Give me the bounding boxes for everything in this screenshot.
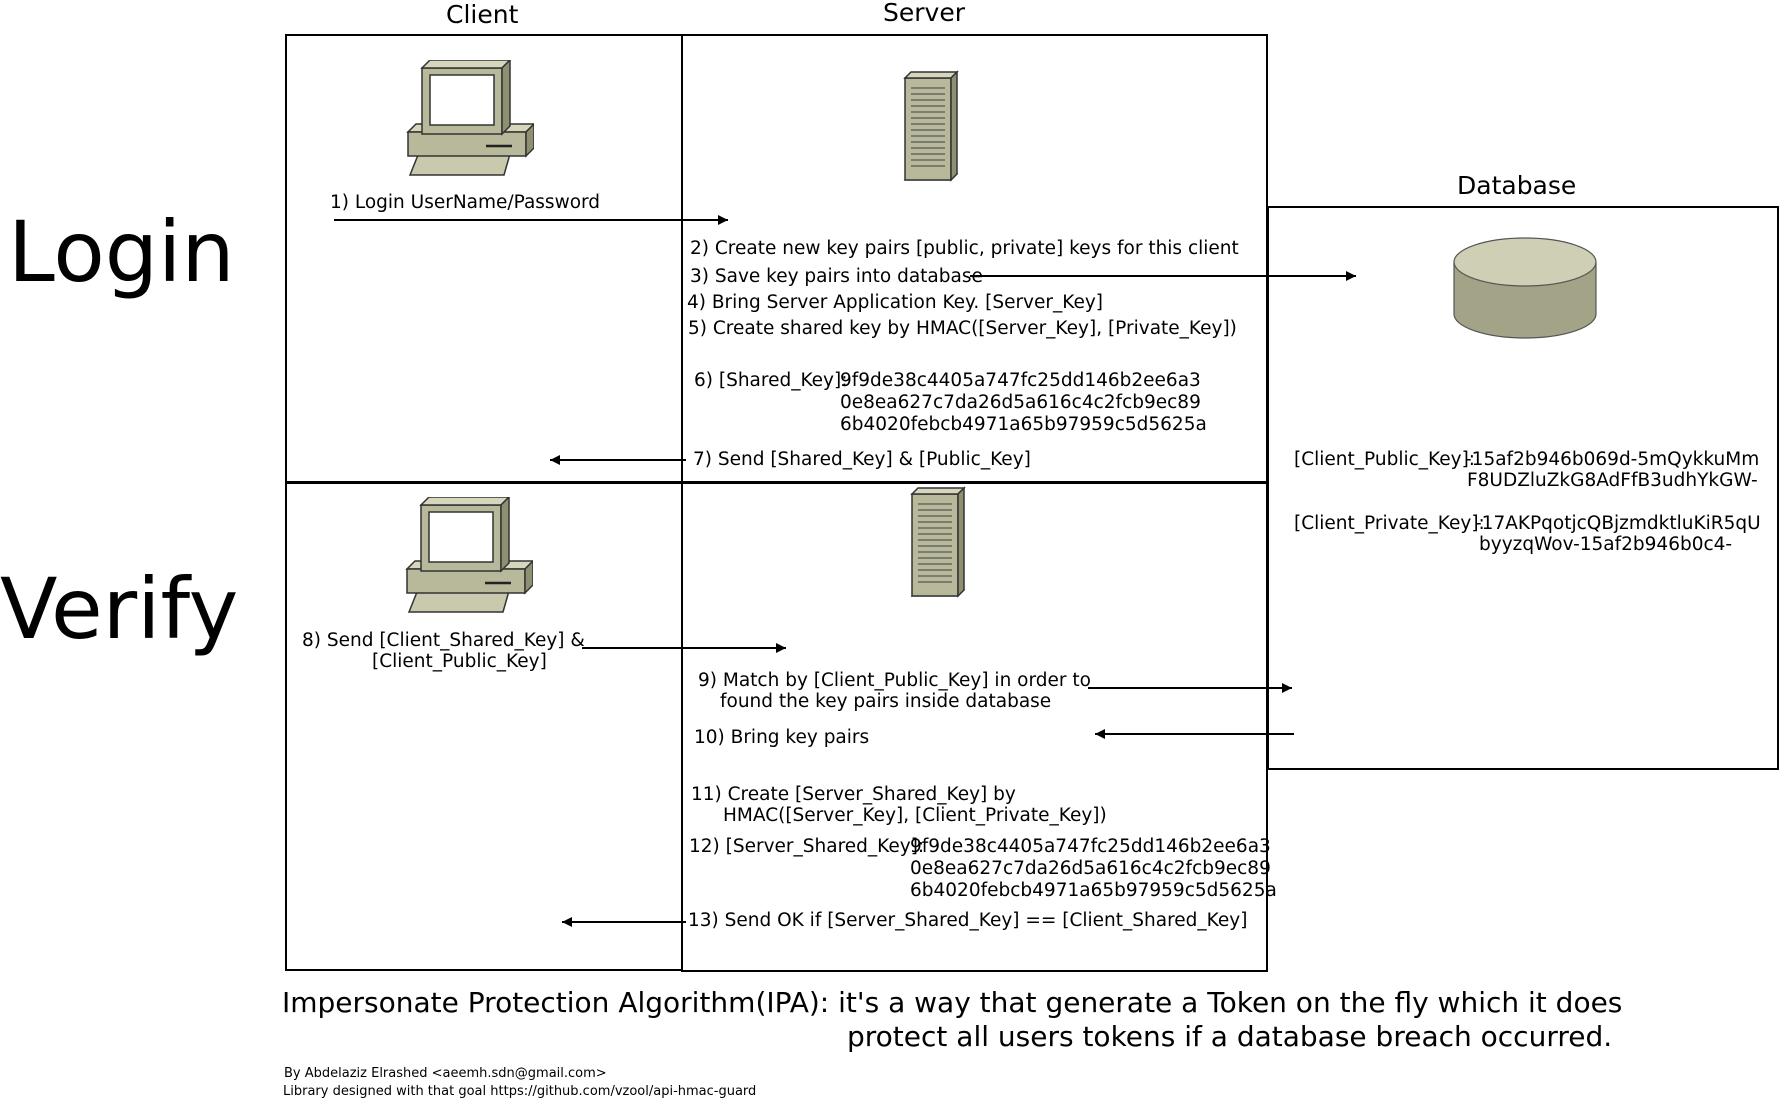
step-2-create-keys: 2) Create new key pairs [public, private… xyxy=(690,238,1239,259)
step-6-label: 6) [Shared_Key]: xyxy=(694,370,848,391)
computer-icon xyxy=(406,60,534,176)
server-icon xyxy=(910,486,966,598)
footer-author: By Abdelaziz Elrashed <aeemh.sdn@gmail.c… xyxy=(284,1066,607,1081)
step-11-line2: HMAC([Server_Key], [Client_Private_Key]) xyxy=(723,805,1107,826)
step-11-line1: 11) Create [Server_Shared_Key] by xyxy=(691,784,1016,805)
step-7-send: 7) Send [Shared_Key] & [Public_Key] xyxy=(693,449,1031,470)
step-6-hash-line: 0e8ea627c7da26d5a616c4c2fcb9ec89 xyxy=(840,392,1201,413)
step-10-bring: 10) Bring key pairs xyxy=(694,727,870,748)
step-6-hash-line: 6b4020febcb4971a65b97959c5d5625a xyxy=(840,414,1207,435)
client-public-key-line: F8UDZluZkG8AdFfB3udhYkGW- xyxy=(1467,470,1758,491)
verify-phase-label: Verify xyxy=(0,560,239,658)
step-12-hash-line: 0e8ea627c7da26d5a616c4c2fcb9ec89 xyxy=(910,858,1271,879)
client-public-key-label: [Client_Public_Key]: xyxy=(1294,449,1476,470)
step-4-server-key: 4) Bring Server Application Key. [Server… xyxy=(687,292,1104,313)
step-1-login: 1) Login UserName/Password xyxy=(330,192,601,213)
client-private-key-line: byyzqWov-15af2b946b0c4- xyxy=(1479,534,1733,555)
step-12-label: 12) [Server_Shared_Key]: xyxy=(689,836,925,857)
caption-line2: protect all users tokens if a database b… xyxy=(847,1020,1613,1053)
footer-library-link: Library designed with that goal https://… xyxy=(283,1084,757,1099)
step-9-line1: 9) Match by [Client_Public_Key] in order… xyxy=(698,670,1091,691)
step-12-hash-line: 9f9de38c4405a747fc25dd146b2ee6a3 xyxy=(910,836,1271,857)
client-private-key-label: [Client_Private_Key]: xyxy=(1294,513,1485,534)
client-private-key-line: -17AKPqotjcQBjzmdktluKiR5qU xyxy=(1475,513,1761,534)
login-phase-label: Login xyxy=(8,203,235,301)
database-icon xyxy=(1453,237,1597,339)
client-header: Client xyxy=(446,0,519,29)
database-box xyxy=(1267,206,1779,770)
step-5-shared-key: 5) Create shared key by HMAC([Server_Key… xyxy=(688,318,1237,339)
computer-icon xyxy=(405,497,533,613)
step-3-save-keys: 3) Save key pairs into database xyxy=(690,266,983,287)
server-icon xyxy=(903,70,959,182)
caption-line1: Impersonate Protection Algorithm(IPA): i… xyxy=(282,986,1623,1019)
step-13-send-ok: 13) Send OK if [Server_Shared_Key] == [C… xyxy=(688,910,1248,931)
step-12-hash-line: 6b4020febcb4971a65b97959c5d5625a xyxy=(910,880,1277,901)
step-8-line1: 8) Send [Client_Shared_Key] & xyxy=(302,630,585,651)
server-header: Server xyxy=(883,0,965,27)
step-9-line2: found the key pairs inside database xyxy=(720,691,1052,712)
step-6-hash-line: 9f9de38c4405a747fc25dd146b2ee6a3 xyxy=(840,370,1201,391)
step-8-line2: [Client_Public_Key] xyxy=(372,651,547,672)
client-public-key-line: -15af2b946b069d-5mQykkuMm xyxy=(1465,449,1760,470)
database-header: Database xyxy=(1457,171,1577,200)
